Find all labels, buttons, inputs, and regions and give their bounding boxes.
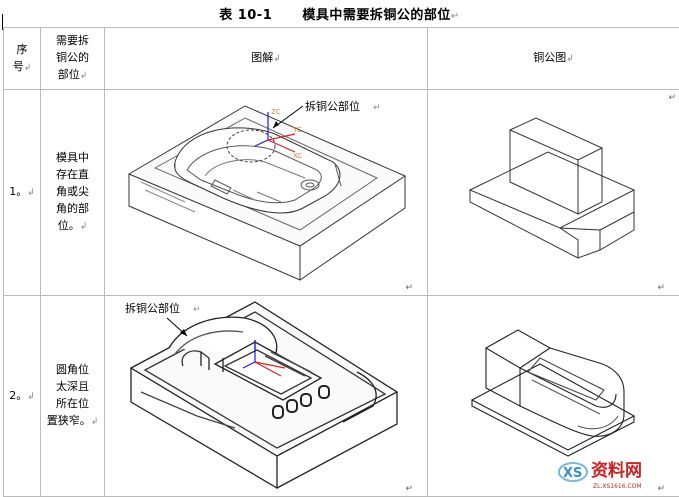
para-mark: ↵	[657, 283, 665, 293]
row1-annotation: 拆铜公部位	[305, 99, 360, 113]
table-title: 表 10-1 模具中需要拆铜公的部位↵	[0, 4, 679, 23]
mold-block-2	[131, 302, 397, 488]
electrode-shape-2	[472, 330, 634, 456]
watermark-sub: ZL.XS1616.COM	[593, 483, 642, 490]
header-diagram: 图解↲	[105, 28, 428, 90]
row1-electrode: ↵ ↵	[428, 90, 679, 296]
row2-annotation: 拆铜公部位	[125, 301, 180, 315]
svg-text:↵: ↵	[193, 305, 201, 315]
watermark-main: 资料网	[591, 460, 642, 481]
xs-logo-icon: XS	[559, 463, 587, 481]
header-row: 序 号↲ 需要拆 铜公的 部位↲ 图解↲ 铜公图↲	[4, 28, 679, 90]
parts-table: 序 号↲ 需要拆 铜公的 部位↲ 图解↲ 铜公图↲ 1。↲ 模具中 存在直 角或…	[3, 27, 679, 497]
row1-seq: 1。↲	[4, 90, 41, 296]
svg-text:↵: ↵	[373, 103, 381, 113]
para-mark: ↵	[405, 484, 413, 494]
table-number: 表 10-1	[219, 8, 272, 23]
mold-diagram-1: ZC YC XC 拆铜公部位 ↵	[105, 90, 428, 295]
header-electrode: 铜公图↲	[428, 28, 679, 90]
table-row: 1。↲ 模具中 存在直 角或尖 角的部 位。↲	[4, 90, 679, 296]
electrode-shape-1	[470, 118, 634, 258]
para-mark: ↵	[451, 11, 460, 22]
svg-text:YC: YC	[292, 126, 302, 134]
svg-text:ZC: ZC	[271, 108, 281, 116]
site-watermark: XS 资料网 ZL.XS1616.COM	[555, 452, 675, 492]
mold-diagram-2: 拆铜公部位 ↵	[105, 296, 428, 496]
header-part: 需要拆 铜公的 部位↲	[41, 28, 105, 90]
header-seq: 序 号↲	[4, 28, 41, 90]
table-title-text: 模具中需要拆铜公的部位	[302, 8, 451, 23]
mold-block-1	[129, 106, 405, 280]
row2-diagram: 拆铜公部位 ↵ ↵	[105, 296, 428, 497]
row1-diagram: ZC YC XC 拆铜公部位 ↵ ↵	[105, 90, 428, 296]
para-mark: ↵	[668, 93, 676, 103]
row1-part: 模具中 存在直 角或尖 角的部 位。↲	[41, 90, 105, 296]
para-mark: ↵	[405, 283, 413, 293]
svg-text:XC: XC	[293, 152, 302, 160]
row2-seq: 2。↲	[4, 296, 41, 497]
electrode-diagram-1	[428, 90, 679, 295]
svg-text:XS: XS	[563, 466, 582, 481]
row2-part: 圆角位 太深且 所在位 置狭窄。↲	[41, 296, 105, 497]
